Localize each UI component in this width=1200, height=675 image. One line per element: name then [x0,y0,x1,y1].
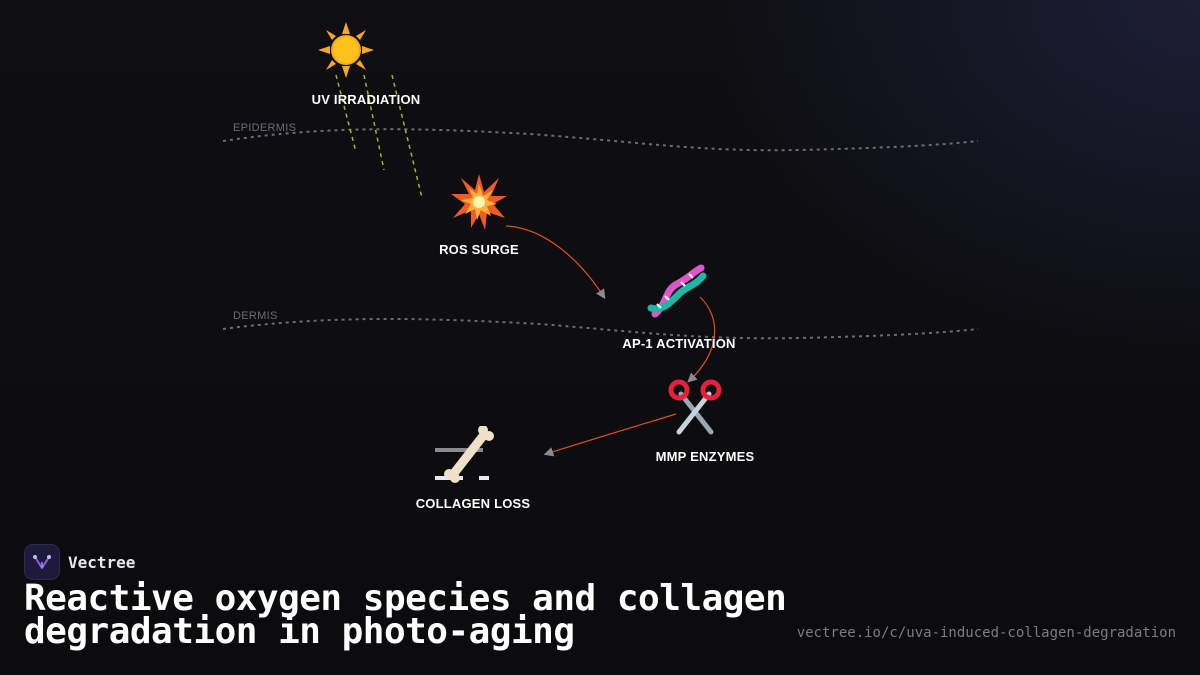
epidermis-label: EPIDERMIS [233,122,297,134]
vectree-logo-icon [24,544,60,580]
arrow-ros-to-ap1 [505,225,606,300]
mmp-enzymes-label: MMP ENZYMES [655,449,755,464]
dermis-boundary [222,318,979,340]
ap1-activation-label: AP-1 ACTIVATION [622,336,736,351]
epidermis-boundary [222,128,979,152]
collagen-loss-label: COLLAGEN LOSS [415,496,531,511]
ros-surge-label: ROS SURGE [439,242,519,257]
explosion-icon [444,167,514,237]
uv-ray [335,74,357,153]
brand-name: Vectree [68,552,136,572]
brand: Vectree [24,544,135,580]
uv-irradiation-label: UV IRRADIATION [311,92,421,107]
uv-ray [363,74,385,171]
uv-ray [391,74,423,199]
page-title: Reactive oxygen species and collagen deg… [24,578,787,652]
arrow-mmp-to-collagen [543,413,677,457]
dermis-label: DERMIS [233,310,278,322]
bone-icon [432,421,502,491]
dna-icon [642,259,712,329]
sun-icon [311,15,381,85]
source-url[interactable]: vectree.io/c/uva-induced-collagen-degrad… [796,625,1176,641]
scissors-icon [660,373,730,443]
arrow-ap1-to-mmp [687,296,716,383]
